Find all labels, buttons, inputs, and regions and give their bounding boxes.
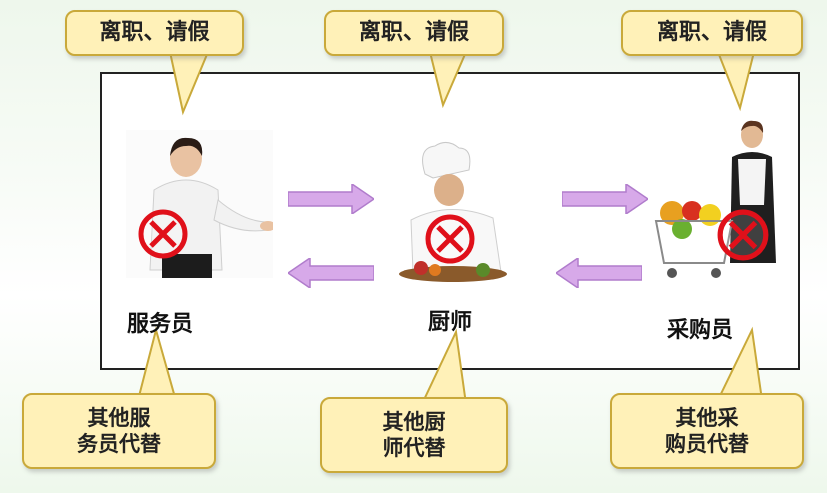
arrow-right-icon (288, 184, 374, 214)
tail-top-2 (428, 51, 468, 109)
role-label-chef: 厨师 (427, 310, 472, 335)
tail-bottom-2 (420, 328, 468, 405)
prohibited-icon (425, 214, 475, 264)
tail-top-1 (168, 51, 210, 116)
arrow-left-icon (288, 258, 374, 288)
tail-top-3 (716, 51, 756, 112)
waiter-photo (126, 130, 276, 278)
callout-leave-waiter: 离职、请假 (65, 10, 244, 56)
prohibited-icon (138, 209, 188, 259)
role-label-buyer: 采购员 (666, 318, 733, 343)
arrow-right-icon (562, 184, 648, 214)
callout-leave-buyer: 离职、请假 (621, 10, 803, 56)
arrow-left-icon (556, 258, 642, 288)
prohibited-icon (717, 209, 769, 261)
buyer-photo (648, 113, 796, 285)
callout-replace-waiter: 其他服 务员代替 (22, 393, 216, 469)
role-label-waiter: 服务员 (126, 312, 193, 337)
callout-leave-chef: 离职、请假 (324, 10, 504, 56)
callout-replace-buyer: 其他采 购员代替 (610, 393, 804, 469)
callout-replace-chef: 其他厨 师代替 (320, 397, 508, 473)
